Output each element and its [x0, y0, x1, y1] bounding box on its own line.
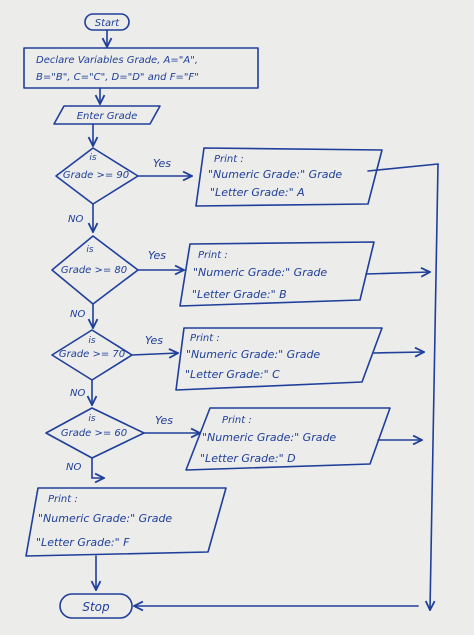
print-3-line2: "Letter Grade:" C: [185, 368, 280, 381]
print-2-title: Print :: [198, 250, 228, 261]
print-3-title: Print :: [190, 333, 220, 344]
start-label: Start: [95, 18, 121, 29]
decision-1-no-label: NO: [68, 214, 83, 225]
print-box-4: Print : "Numeric Grade:" Grade "Letter G…: [185, 407, 391, 471]
print-1-line2: "Letter Grade:" A: [210, 186, 305, 199]
decision-4-is: is: [88, 414, 96, 424]
print-1-title: Print :: [214, 154, 244, 165]
stop-terminal: Stop: [59, 593, 133, 619]
decision-2-no-label: NO: [70, 309, 85, 320]
print-4-line1: "Numeric Grade:" Grade: [202, 431, 336, 444]
decision-3-yes-label: Yes: [145, 334, 163, 347]
decision-3-condition: Grade >= 70: [59, 349, 125, 360]
decision-4-condition: Grade >= 60: [61, 428, 127, 439]
print-2-line2: "Letter Grade:" B: [192, 288, 287, 301]
print-box-3: Print : "Numeric Grade:" Grade "Letter G…: [175, 327, 383, 391]
print-box-5: Print : "Numeric Grade:" Grade "Letter G…: [25, 487, 227, 557]
decision-1-yes-label: Yes: [153, 157, 171, 170]
print-4-line2: "Letter Grade:" D: [200, 452, 296, 465]
merge-arrow-2: [365, 272, 430, 274]
stop-label: Stop: [82, 600, 110, 614]
merge-connector-right: [430, 163, 439, 610]
print-box-1: Print : "Numeric Grade:" Grade "Letter G…: [195, 147, 383, 207]
merge-line-1: [367, 163, 439, 172]
decision-1-is: is: [89, 153, 97, 163]
print-2-line1: "Numeric Grade:" Grade: [193, 266, 327, 279]
declare-process-box: Declare Variables Grade, A="A", B="B", C…: [23, 47, 259, 89]
declare-line1: Declare Variables Grade, A="A",: [36, 55, 198, 66]
print-box-2: Print : "Numeric Grade:" Grade "Letter G…: [179, 241, 375, 307]
decision-4-no-label: NO: [66, 462, 81, 473]
decision-4-yes-label: Yes: [155, 414, 173, 427]
merge-arrow-3: [373, 352, 424, 353]
print-5-line1: "Numeric Grade:" Grade: [38, 512, 172, 525]
print-3-line1: "Numeric Grade:" Grade: [186, 348, 320, 361]
print-4-title: Print :: [222, 415, 252, 426]
arrow-decision3-yes: [131, 353, 178, 355]
decision-2-is: is: [86, 245, 94, 255]
print-5-title: Print :: [48, 494, 78, 505]
print-5-line2: "Letter Grade:" F: [36, 536, 130, 549]
input-label: Enter Grade: [77, 111, 138, 122]
decision-1-condition: Grade >= 90: [63, 170, 129, 181]
input-parallelogram: Enter Grade: [53, 105, 161, 125]
declare-line2: B="B", C="C", D="D" and F="F": [36, 72, 199, 83]
decision-3-is: is: [88, 336, 96, 346]
decision-2-yes-label: Yes: [148, 249, 166, 262]
decision-2-condition: Grade >= 80: [61, 265, 127, 276]
print-1-line1: "Numeric Grade:" Grade: [208, 168, 342, 181]
decision-3-no-label: NO: [70, 388, 85, 399]
